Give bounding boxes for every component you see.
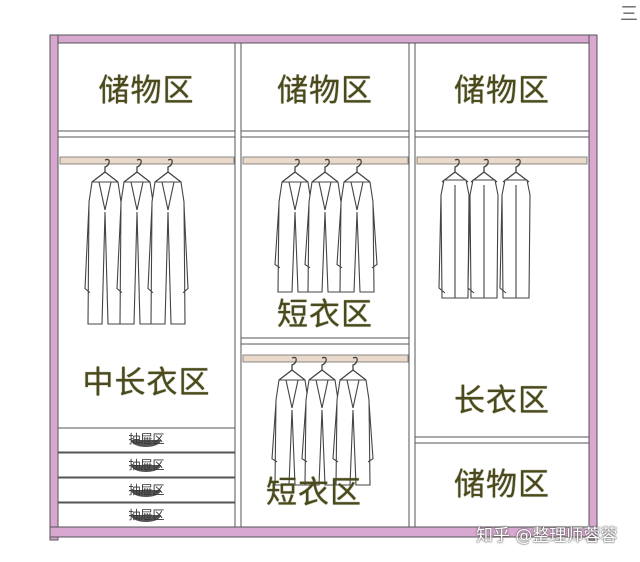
- shirt-icon: [467, 179, 499, 299]
- storage-area-right-label: 储物区: [454, 73, 550, 109]
- hanger-icon: [278, 356, 306, 381]
- storage-area-middle-label: 储物区: [277, 73, 373, 109]
- coat-icon: [301, 379, 343, 486]
- rod-right: [416, 156, 588, 165]
- corner-mark: 三: [620, 4, 638, 25]
- shirt-icon: [438, 179, 470, 299]
- short-coat-area-lower-label: 短衣区: [266, 475, 362, 511]
- medium-long-coat-area-label: 中长衣区: [82, 365, 211, 401]
- watermark: 知乎 @整理师蓉蓉: [476, 526, 618, 546]
- top-shelves: [57, 130, 590, 138]
- coat-icon: [332, 379, 374, 486]
- hanger-icon: [123, 158, 151, 183]
- middle-shelf: [240, 337, 410, 345]
- rod-left: [59, 156, 235, 165]
- hanger-icon: [311, 158, 339, 183]
- hanger-icon: [339, 356, 367, 381]
- hanger-icon: [91, 158, 119, 183]
- drawer-2-label: 抽屉区: [128, 458, 165, 472]
- storage-area-left-label: 储物区: [98, 73, 195, 109]
- hanger-icon: [281, 158, 309, 183]
- coat-icon: [336, 181, 378, 293]
- wardrobe-frame: [49, 34, 598, 541]
- drawer-stack: [57, 427, 236, 528]
- hanger-icon: [308, 356, 336, 381]
- hanger-icon: [154, 158, 182, 183]
- garments: [84, 158, 531, 486]
- coat-icon: [304, 181, 346, 293]
- drawer-handles: [131, 440, 161, 522]
- drawer-3-label: 抽屉区: [128, 483, 165, 497]
- storage-area-bottom-right-label: 储物区: [454, 467, 550, 503]
- hanger-icon: [343, 158, 371, 183]
- right-shelf: [414, 436, 590, 444]
- short-coat-area-upper-label: 短衣区: [277, 297, 373, 333]
- column-dividers: [234, 42, 416, 528]
- drawer-1-label: 抽屉区: [128, 432, 165, 446]
- coat-icon: [84, 181, 126, 325]
- coat-icon: [116, 181, 158, 325]
- drawer-4-label: 抽屉区: [128, 508, 165, 522]
- coat-icon: [147, 181, 189, 325]
- shirt-icon: [499, 179, 531, 299]
- long-coat-area-label: 长衣区: [454, 383, 550, 419]
